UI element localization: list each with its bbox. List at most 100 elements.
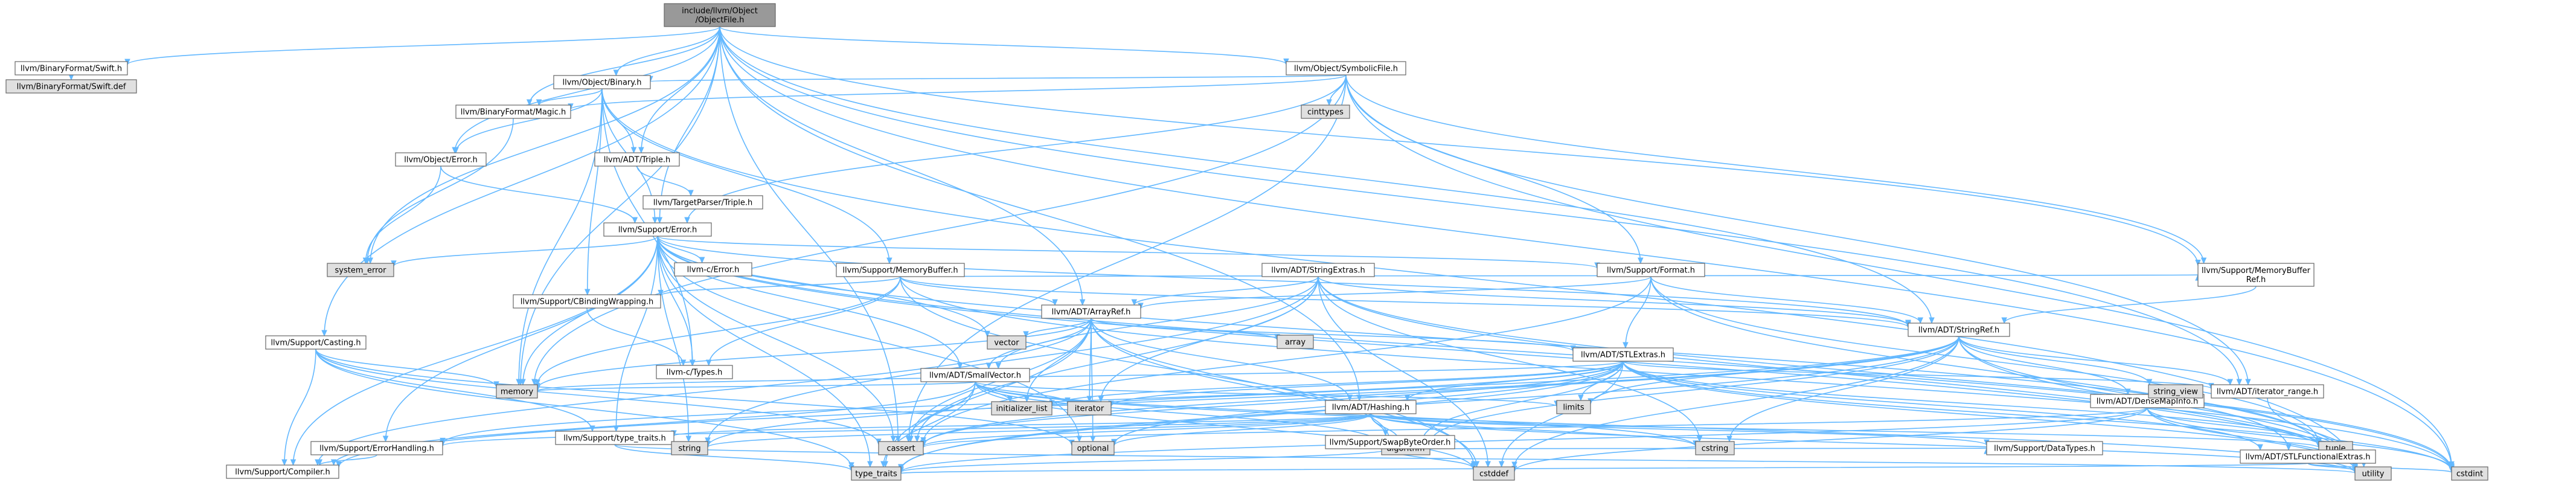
- edge-densemapinfo-to-tuple: [2147, 407, 2319, 445]
- edge-casting-to-memory: [315, 348, 497, 388]
- edge-binary-to-magic: [538, 88, 603, 106]
- arrowhead-error-to-cerror: [699, 257, 705, 264]
- node-box-format: [1597, 263, 1705, 277]
- node-objerr[interactable]: llvm/Object/Error.h: [395, 152, 487, 167]
- node-cbinding[interactable]: llvm/Support/CBindingWrapping.h: [513, 294, 661, 309]
- node-error[interactable]: llvm/Support/Error.h: [603, 222, 712, 237]
- edge-symfile-to-iterrange: [1345, 74, 2249, 385]
- edge-binary-to-cbinding: [586, 88, 603, 295]
- edge-strextras-to-cassert: [916, 276, 1319, 442]
- edge-casting-to-typetraits: [315, 348, 593, 432]
- node-binary[interactable]: llvm/Object/Binary.h: [553, 75, 651, 89]
- node-box-smallvec: [920, 368, 1030, 382]
- node-ctypes[interactable]: llvm-c/Types.h: [656, 365, 733, 379]
- node-stringref[interactable]: llvm/ADT/StringRef.h: [1908, 323, 2010, 337]
- edge-format-to-arrayref: [1140, 276, 1652, 309]
- arrowhead-root-to-iterrange: [2236, 379, 2243, 386]
- edge-membuf-to-memory: [537, 276, 901, 385]
- node-label-iterator: iterator: [1075, 405, 1104, 414]
- arrowhead-binary-to-membuf: [886, 257, 892, 265]
- node-label-cstring: cstring: [1702, 445, 1728, 454]
- node-label-strextras: llvm/ADT/StringExtras.h: [1271, 266, 1365, 275]
- node-swift[interactable]: llvm/BinaryFormat/Swift.h: [14, 61, 128, 75]
- node-type_traits: type_traits: [851, 466, 902, 481]
- node-symfile[interactable]: llvm/Object/SymbolicFile.h: [1286, 61, 1406, 75]
- arrowhead-binary-to-objerr: [453, 147, 459, 154]
- node-typetraits[interactable]: llvm/Support/type_traits.h: [555, 431, 674, 445]
- edge-arrayref-to-vector: [1025, 318, 1092, 338]
- node-box-string: [671, 441, 708, 455]
- node-label-stlfunc: llvm/ADT/STLFunctionalExtras.h: [2246, 453, 2371, 462]
- node-label-array: array: [1285, 338, 1306, 347]
- node-tptriple[interactable]: llvm/TargetParser/Triple.h: [642, 195, 763, 210]
- node-root[interactable]: include/llvm/Object/ObjectFile.h: [664, 3, 776, 27]
- arrowhead-root-to-binary: [613, 69, 620, 77]
- edge-error-to-format: [657, 236, 1598, 269]
- node-box-binary: [553, 75, 651, 89]
- node-label-smallvec: llvm/ADT/SmallVector.h: [929, 371, 1021, 381]
- edge-symfile-to-memory: [534, 74, 1347, 385]
- edge-hashing-to-string: [707, 413, 1371, 448]
- node-box-iterrange: [2211, 384, 2324, 399]
- node-triple[interactable]: llvm/ADT/Triple.h: [594, 152, 680, 167]
- edge-error-to-typetraits: [615, 236, 658, 432]
- node-label-binary: llvm/Object/Binary.h: [563, 79, 642, 88]
- edge-root-to-cstdint: [719, 26, 2452, 469]
- edge-stlextras-to-iterator: [1110, 361, 1624, 407]
- edge-smallvec-to-cstddef: [975, 381, 1474, 471]
- edge-membuf-to-membufref: [900, 274, 2199, 277]
- node-stlextras[interactable]: llvm/ADT/STLExtras.h: [1572, 347, 1674, 362]
- node-label-errhandling: llvm/Support/ErrorHandling.h: [319, 445, 434, 454]
- edge-error-to-cassert: [657, 236, 894, 442]
- node-box-stlextras: [1572, 347, 1674, 362]
- node-hashing[interactable]: llvm/ADT/Hashing.h: [1325, 400, 1417, 414]
- edge-format-to-cassert: [923, 276, 1652, 443]
- node-arrayref[interactable]: llvm/ADT/ArrayRef.h: [1041, 304, 1141, 319]
- node-format[interactable]: llvm/Support/Format.h: [1597, 263, 1705, 277]
- node-cstddef: cstddef: [1473, 466, 1515, 481]
- edge-arrayref-to-optional: [1091, 318, 1094, 442]
- arrowhead-symfile-to-membufref: [2200, 257, 2207, 265]
- node-magic[interactable]: llvm/BinaryFormat/Magic.h: [455, 104, 571, 119]
- node-cerror[interactable]: llvm-c/Error.h: [674, 262, 752, 277]
- node-stlfunc[interactable]: llvm/ADT/STLFunctionalExtras.h: [2240, 449, 2376, 464]
- edge-stringref-to-cstddef: [1514, 336, 1959, 467]
- node-vector: vector: [987, 335, 1027, 350]
- node-box-errhandling: [310, 441, 443, 455]
- node-casting[interactable]: llvm/Support/Casting.h: [265, 335, 367, 350]
- arrowhead-root-to-magic: [526, 99, 533, 106]
- node-iterrange[interactable]: llvm/ADT/iterator_range.h: [2211, 384, 2324, 399]
- node-cstring: cstring: [1695, 441, 1735, 455]
- node-box-syserr: [327, 263, 394, 277]
- node-compiler[interactable]: llvm/Support/Compiler.h: [226, 464, 339, 479]
- node-errhandling[interactable]: llvm/Support/ErrorHandling.h: [310, 441, 443, 455]
- node-cassert: cassert: [878, 441, 924, 455]
- node-label-format: llvm/Support/Format.h: [1607, 266, 1695, 275]
- arrowhead-casting-to-compiler: [281, 459, 287, 466]
- edge-typetraits-to-utility: [614, 444, 2356, 474]
- node-label-hashing: llvm/ADT/Hashing.h: [1332, 403, 1409, 413]
- node-box-cinttypes: [1301, 104, 1350, 119]
- edge-densemapinfo-to-type_traits: [900, 407, 2148, 473]
- edge-root-to-membufref: [719, 26, 2199, 266]
- edge-membuf-to-cbinding: [660, 276, 901, 297]
- edge-root-to-memory: [520, 26, 720, 385]
- node-strextras[interactable]: llvm/ADT/StringExtras.h: [1261, 263, 1375, 277]
- node-membuf[interactable]: llvm/Support/MemoryBuffer.h: [836, 263, 965, 277]
- node-initlist: initializer_list: [991, 401, 1053, 416]
- node-box-compiler: [226, 464, 339, 479]
- edge-root-to-syserr: [370, 26, 720, 264]
- node-box-swaporder: [1325, 435, 1455, 449]
- node-label-root: include/llvm/Object: [682, 7, 758, 16]
- edge-root-to-magic: [528, 26, 720, 106]
- node-swaporder[interactable]: llvm/Support/SwapByteOrder.h: [1325, 435, 1455, 449]
- node-label-symfile: llvm/Object/SymbolicFile.h: [1294, 65, 1398, 74]
- edge-membuf-to-ctypes: [708, 276, 901, 366]
- arrowhead-triple-to-tptriple: [688, 190, 694, 197]
- arrowhead-swaporder-to-cstddef: [1470, 463, 1476, 470]
- node-smallvec[interactable]: llvm/ADT/SmallVector.h: [920, 368, 1030, 382]
- node-datatypes[interactable]: llvm/Support/DataTypes.h: [1986, 441, 2103, 455]
- arrowhead-strextras-to-iterator: [1098, 396, 1104, 403]
- arrowhead-error-to-optional: [1076, 435, 1083, 443]
